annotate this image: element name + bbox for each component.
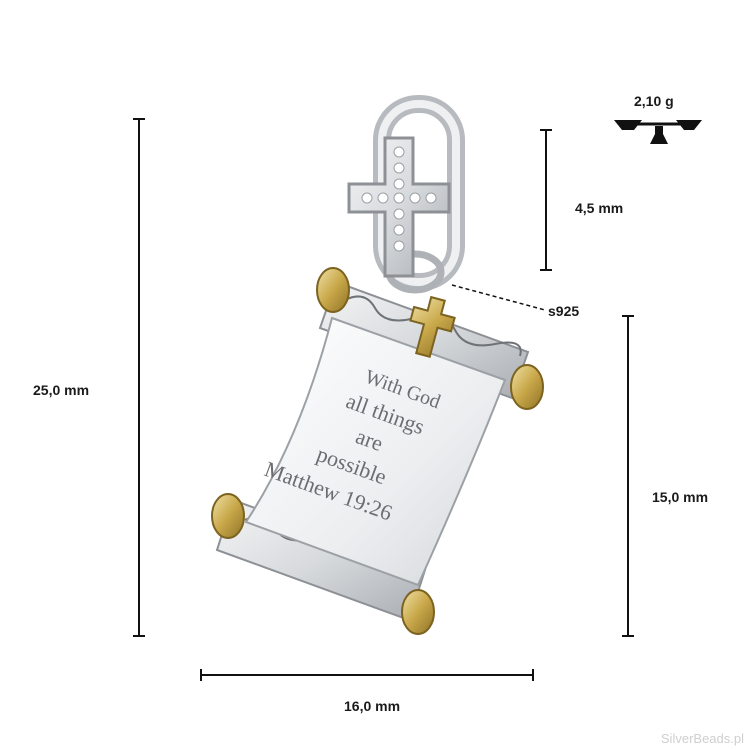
gold-cap-bottom-left xyxy=(211,493,245,539)
gold-cap-top-left xyxy=(316,267,350,313)
dimension-scroll-height xyxy=(622,315,634,637)
gold-cap-bottom-right xyxy=(401,589,435,635)
material-label: s925 xyxy=(548,303,580,319)
gold-cap-top-right xyxy=(510,364,544,410)
total-height-label: 25,0 mm xyxy=(33,382,90,398)
dimension-bail-height xyxy=(540,129,552,271)
bail-height-label: 4,5 mm xyxy=(575,200,624,216)
dimension-width xyxy=(200,669,534,681)
scroll-height-label: 15,0 mm xyxy=(652,489,709,505)
material-leader-line xyxy=(451,284,546,311)
gold-cross-icon xyxy=(409,295,456,358)
scale-icon xyxy=(614,120,702,144)
cross-pendant xyxy=(347,136,451,278)
weight-label: 2,10 g xyxy=(634,93,674,109)
watermark: SilverBeads.pl xyxy=(660,731,744,746)
width-label: 16,0 mm xyxy=(344,698,401,714)
dimension-total-height xyxy=(133,118,145,637)
